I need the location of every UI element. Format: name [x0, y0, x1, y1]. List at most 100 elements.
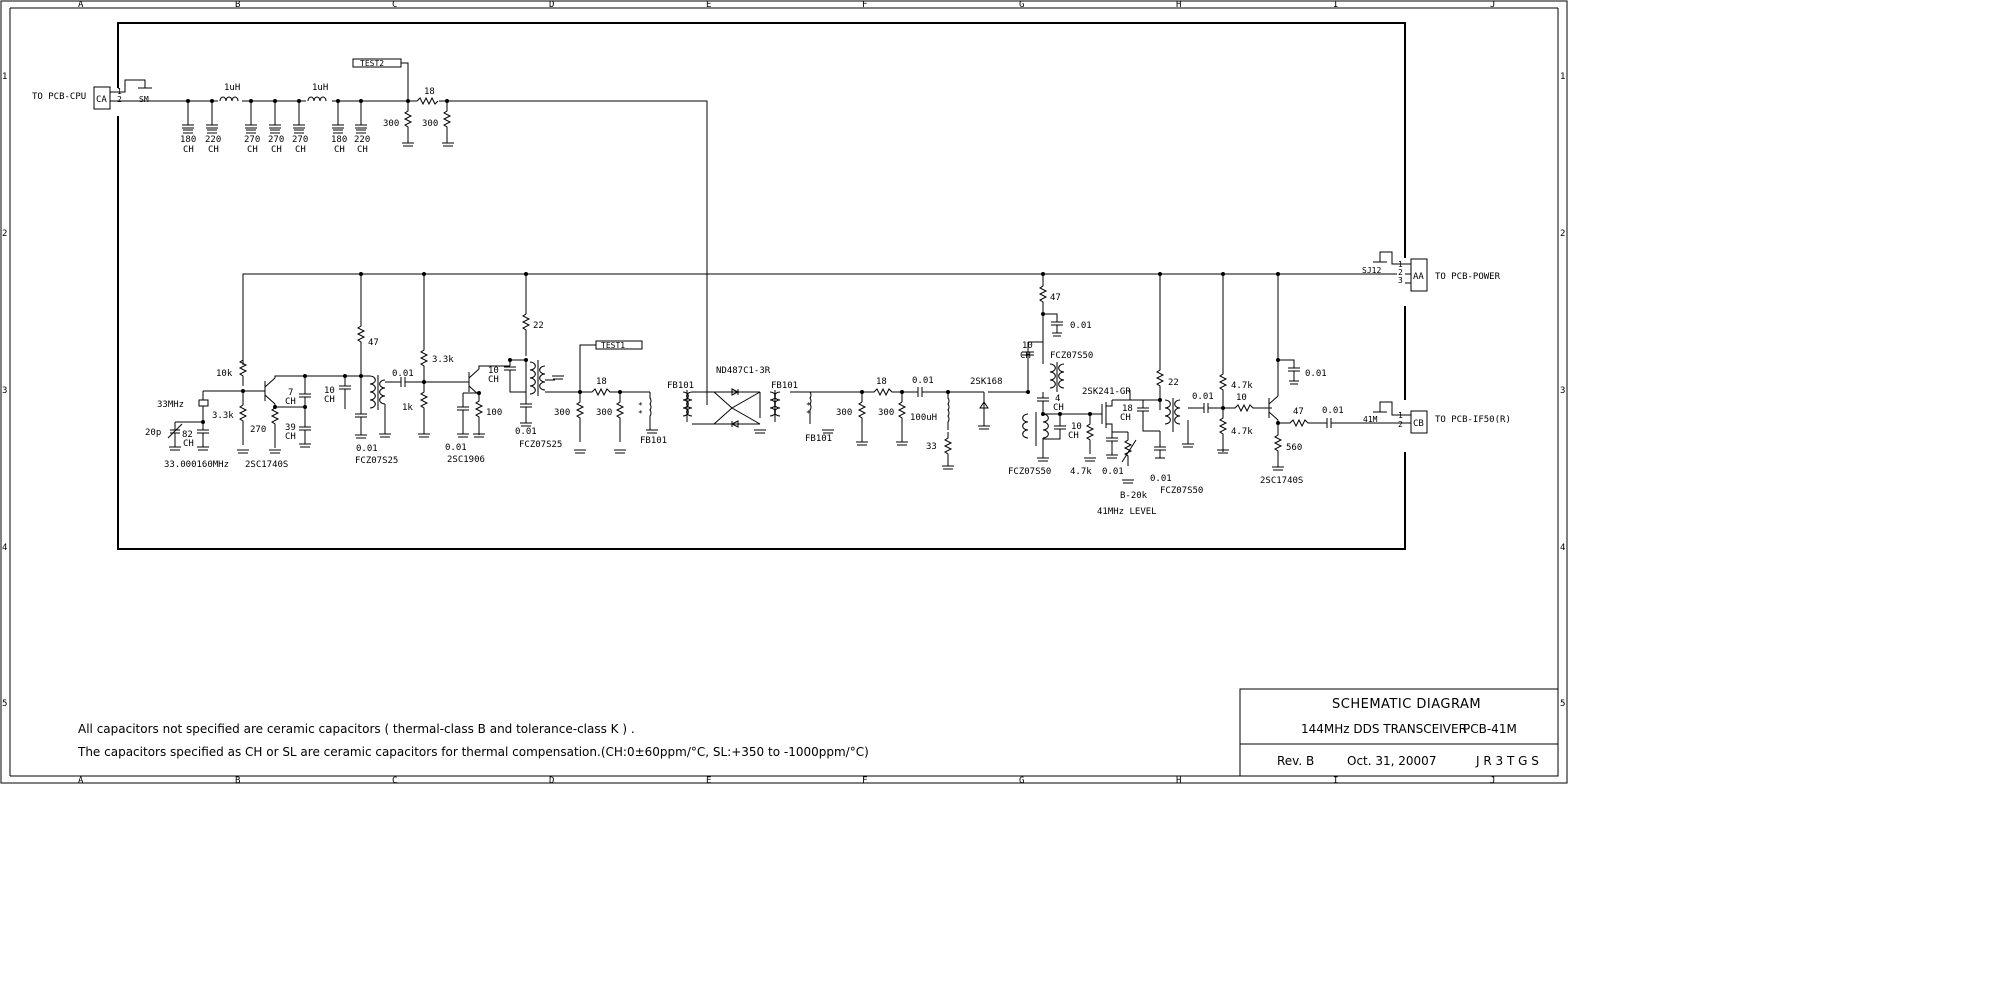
svg-text:Oct. 31, 20007: Oct. 31, 20007: [1347, 754, 1436, 768]
svg-text:C: C: [392, 776, 397, 784]
svg-text:FCZ07S25: FCZ07S25: [355, 456, 398, 466]
svg-text:82: 82: [182, 430, 193, 440]
svg-text:10: 10: [488, 366, 499, 376]
svg-text:2: 2: [1398, 420, 1403, 429]
svg-text:300: 300: [554, 408, 570, 418]
svg-text:2: 2: [1560, 229, 1565, 239]
svg-text:*: *: [638, 409, 643, 418]
svg-text:20p: 20p: [145, 428, 161, 438]
svg-text:TEST2: TEST2: [360, 59, 384, 68]
svg-text:All capacitors not specified a: All capacitors not specified are ceramic…: [78, 722, 635, 736]
svg-text:TO PCB-CPU: TO PCB-CPU: [32, 92, 86, 102]
svg-text:CH: CH: [1068, 431, 1079, 441]
svg-text:4.7k: 4.7k: [1231, 381, 1253, 391]
svg-text:CB: CB: [1413, 419, 1424, 429]
svg-text:CH: CH: [183, 145, 194, 155]
post-mixer-section: 300 18 300 0.01 100uH 33: [836, 376, 984, 470]
svg-text:220: 220: [205, 135, 221, 145]
test-point-test1: TEST1: [579, 340, 643, 392]
svg-text:Rev. B: Rev. B: [1277, 754, 1314, 768]
svg-text:0.01: 0.01: [392, 369, 414, 379]
svg-text:10: 10: [1022, 341, 1033, 351]
svg-text:47: 47: [368, 338, 379, 348]
svg-text:CH: CH: [285, 397, 296, 407]
svg-text:300: 300: [878, 408, 894, 418]
svg-text:B: B: [235, 0, 240, 10]
svg-text:39: 39: [285, 423, 296, 433]
svg-text:B: B: [235, 776, 240, 784]
svg-text:33: 33: [926, 442, 937, 452]
svg-text:TEST1: TEST1: [601, 341, 625, 350]
svg-text:3: 3: [2, 386, 7, 396]
svg-text:H: H: [1176, 0, 1181, 10]
svg-text:300: 300: [383, 119, 399, 129]
inductor-1uh-b: 1uH: [306, 83, 332, 104]
svg-text:F: F: [862, 0, 867, 10]
svg-text:180: 180: [180, 135, 196, 145]
svg-text:22: 22: [1168, 378, 1179, 388]
svg-text:270: 270: [292, 135, 308, 145]
drawing-frame: [0, 0, 1568, 784]
oscillator-section: 10k 3.3k 33MHz 33.000160MHz 20p 82 CH 2S…: [145, 274, 398, 470]
svg-text:CH: CH: [1053, 403, 1064, 413]
svg-text:CA: CA: [96, 95, 107, 105]
svg-text:G: G: [1019, 776, 1024, 784]
svg-text:4: 4: [1055, 394, 1060, 404]
svg-text:0.01: 0.01: [356, 444, 378, 454]
shield-enclosure: [117, 22, 1406, 550]
svg-text:3: 3: [1398, 276, 1403, 285]
svg-text:10: 10: [1071, 422, 1082, 432]
svg-text:1k: 1k: [402, 403, 413, 413]
title-block: SCHEMATIC DIAGRAM 144MHz DDS TRANSCEIVER…: [1239, 688, 1559, 777]
svg-text:FCZ07S25: FCZ07S25: [519, 440, 562, 450]
svg-text:100: 100: [486, 408, 502, 418]
svg-text:18: 18: [424, 87, 435, 97]
svg-text:D: D: [549, 776, 554, 784]
svg-text:1uH: 1uH: [312, 83, 328, 93]
svg-text:I: I: [1333, 0, 1338, 10]
grid-row-labels-left: 1 2 3 4 5: [2, 72, 7, 709]
svg-text:1uH: 1uH: [224, 83, 240, 93]
svg-text:CH: CH: [247, 145, 258, 155]
svg-text:300: 300: [836, 408, 852, 418]
svg-text:10: 10: [324, 386, 335, 396]
svg-text:100uH: 100uH: [910, 413, 937, 423]
svg-text:FB101: FB101: [805, 434, 832, 444]
svg-text:FCZ07S50: FCZ07S50: [1008, 467, 1051, 477]
svg-text:CH: CH: [295, 145, 306, 155]
svg-text:CH: CH: [183, 439, 194, 449]
svg-text:2: 2: [1398, 268, 1403, 277]
svg-text:7: 7: [288, 388, 293, 398]
svg-text:CH: CH: [357, 145, 368, 155]
svg-text:5: 5: [2, 699, 7, 709]
grid-column-labels-top: A B C D E F G H I J: [78, 0, 1495, 10]
svg-text:5: 5: [1560, 699, 1565, 709]
svg-text:10k: 10k: [216, 369, 233, 379]
svg-text:TO PCB-IF50(R): TO PCB-IF50(R): [1435, 415, 1511, 425]
svg-text:300: 300: [422, 119, 438, 129]
inductor-1uh-a: 1uH: [218, 83, 242, 104]
pi-attenuator: 18 300 300: [383, 87, 454, 147]
svg-text:4: 4: [1560, 543, 1565, 553]
svg-text:3.3k: 3.3k: [212, 411, 234, 421]
svg-text:3: 3: [1560, 386, 1565, 396]
svg-text:270: 270: [244, 135, 260, 145]
svg-text:CH: CH: [334, 145, 345, 155]
svg-text:270: 270: [268, 135, 284, 145]
svg-text:0.01: 0.01: [1192, 392, 1214, 402]
svg-text:FB101: FB101: [640, 436, 667, 446]
svg-text:FCZ07S50: FCZ07S50: [1050, 351, 1093, 361]
svg-text:*: *: [806, 401, 811, 410]
svg-text:CH: CH: [285, 432, 296, 442]
svg-text:18: 18: [1122, 404, 1133, 414]
svg-text:22: 22: [533, 321, 544, 331]
svg-text:CH: CH: [1020, 351, 1031, 361]
svg-text:0.01: 0.01: [1102, 467, 1124, 477]
svg-text:G: G: [1019, 0, 1024, 10]
svg-text:CH: CH: [271, 145, 282, 155]
svg-text:E: E: [706, 0, 711, 10]
svg-text:2SC1906: 2SC1906: [447, 455, 485, 465]
output-amp-section: 0.01 4.7k 4.7k 10 0.01 47 560 2SC1740S 0…: [1188, 274, 1411, 486]
grid-row-labels-right: 1 2 3 4 5: [1560, 72, 1565, 709]
